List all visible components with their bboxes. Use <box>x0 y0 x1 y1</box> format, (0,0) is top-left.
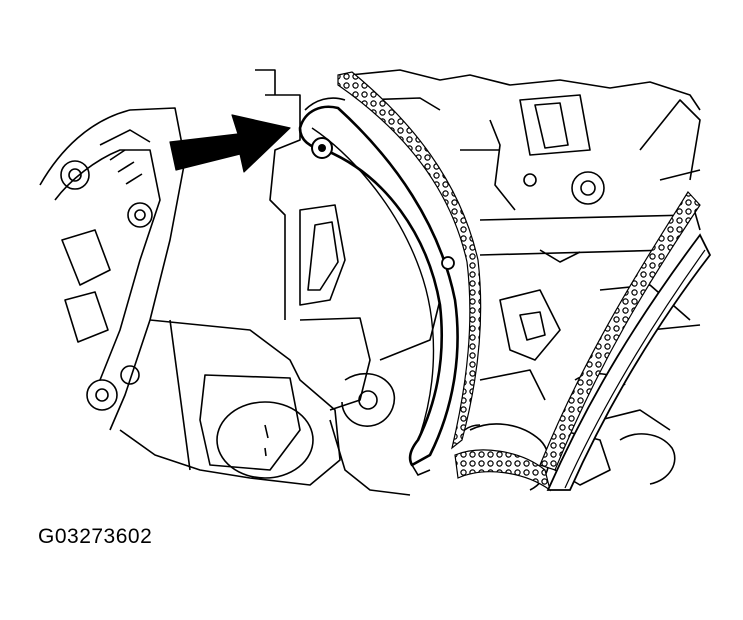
engine-block-background <box>39 69 701 496</box>
primary-chain-run <box>337 71 482 450</box>
secondary-chain-run <box>539 191 701 471</box>
guide-middle-hole <box>441 256 455 270</box>
chain-guide <box>298 105 459 477</box>
figure-id-label: G03273602 <box>38 525 153 548</box>
arrow-right-icon <box>169 114 291 173</box>
timing-chain <box>337 71 701 492</box>
timing-chain-guide-illustration <box>39 69 712 496</box>
chain-tensioner-rail <box>546 233 712 491</box>
lower-chain-run <box>454 449 551 492</box>
